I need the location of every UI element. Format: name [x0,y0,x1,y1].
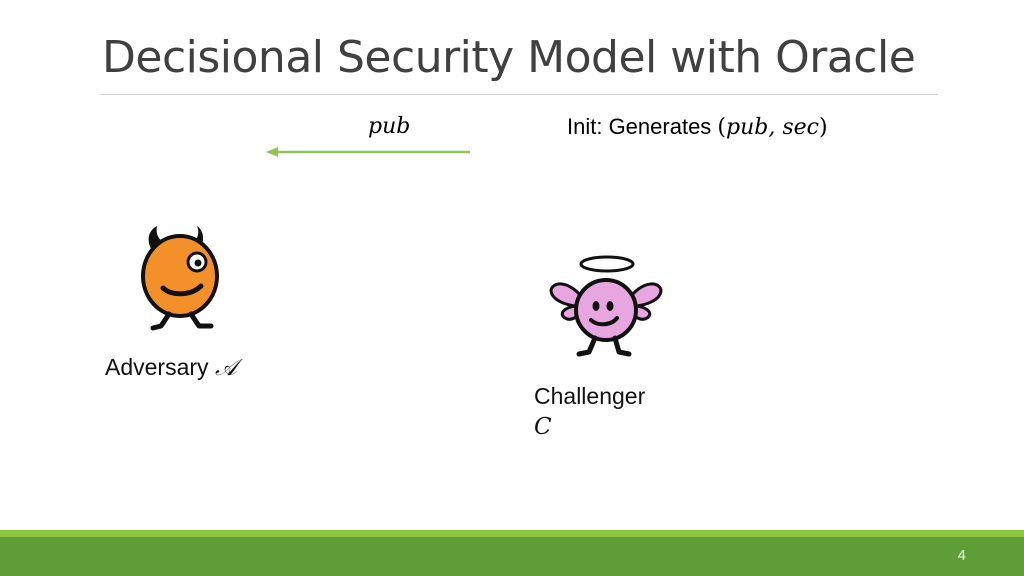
adversary-symbol: 𝒜 [214,355,237,381]
adversary-text: Adversary [105,354,215,380]
pub-message-label: pub [368,114,411,139]
footer-bar [0,537,1024,576]
slide-title: Decisional Security Model with Oracle [102,32,916,83]
init-close-paren: ) [818,115,828,140]
title-divider [100,94,938,95]
init-vars: pub, sec [726,115,819,140]
adversary-devil-icon [141,226,219,331]
init-prefix: Init: Generates [567,114,718,139]
footer-accent-bar [0,530,1024,537]
pub-arrow-left [266,147,470,157]
challenger-angel-icon [549,255,663,357]
challenger-label: Challenger [534,383,646,409]
page-number: 4 [957,547,966,564]
init-description: Init: Generates (pub, sec) [567,114,828,140]
adversary-label: Adversary 𝒜 [105,354,237,381]
challenger-symbol: C [534,414,552,440]
init-open-paren: ( [717,115,727,140]
